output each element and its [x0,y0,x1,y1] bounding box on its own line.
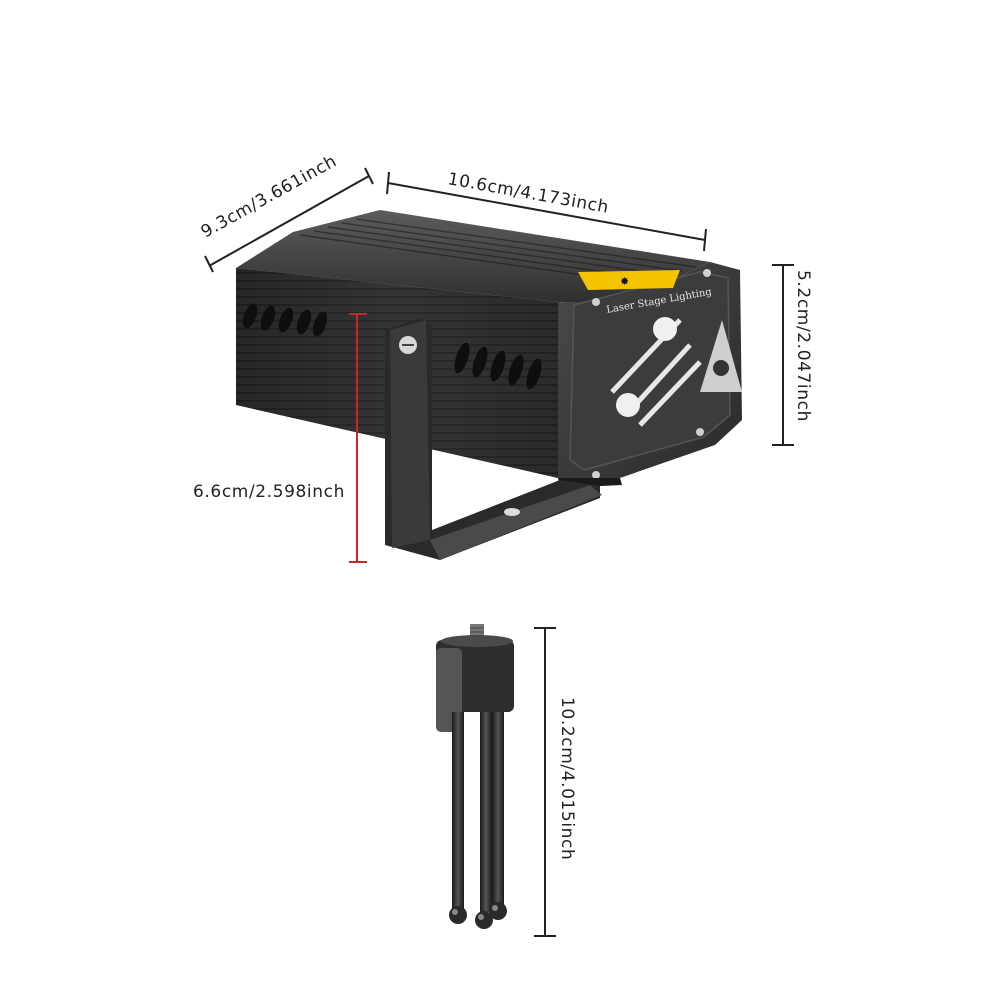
tripod-leg-right [492,712,504,910]
tripod-leg-left [452,712,464,912]
tripod [436,624,514,929]
mounting-bracket [385,318,602,560]
lens-top [653,317,677,341]
height-dimension: 5.2cm/2.047inch [772,264,813,446]
tripod-leg-center [480,712,492,912]
vent-slots-left [242,303,328,337]
lens-bottom [616,393,640,417]
tripod-clip [436,648,462,732]
bracket-height-label: 6.6cm/2.598inch [193,482,345,502]
vent-slots-right [454,342,542,390]
length-label: 10.6cm/4.173inch [446,169,610,218]
height-label: 5.2cm/2.047inch [793,270,813,422]
laser-symbol-icon: ✸ [620,275,629,288]
laser-hazard-icon [700,320,742,392]
laser-warning-label [578,270,680,290]
bracket-height-dimension: 6.6cm/2.598inch [193,313,367,563]
tripod-height-label: 10.2cm/4.015inch [557,697,577,860]
tripod-height-dimension: 10.2cm/4.015inch [534,627,577,937]
bracket-hole [504,508,520,516]
laser-device: ✸ Laser Stage Lighting [236,210,742,488]
